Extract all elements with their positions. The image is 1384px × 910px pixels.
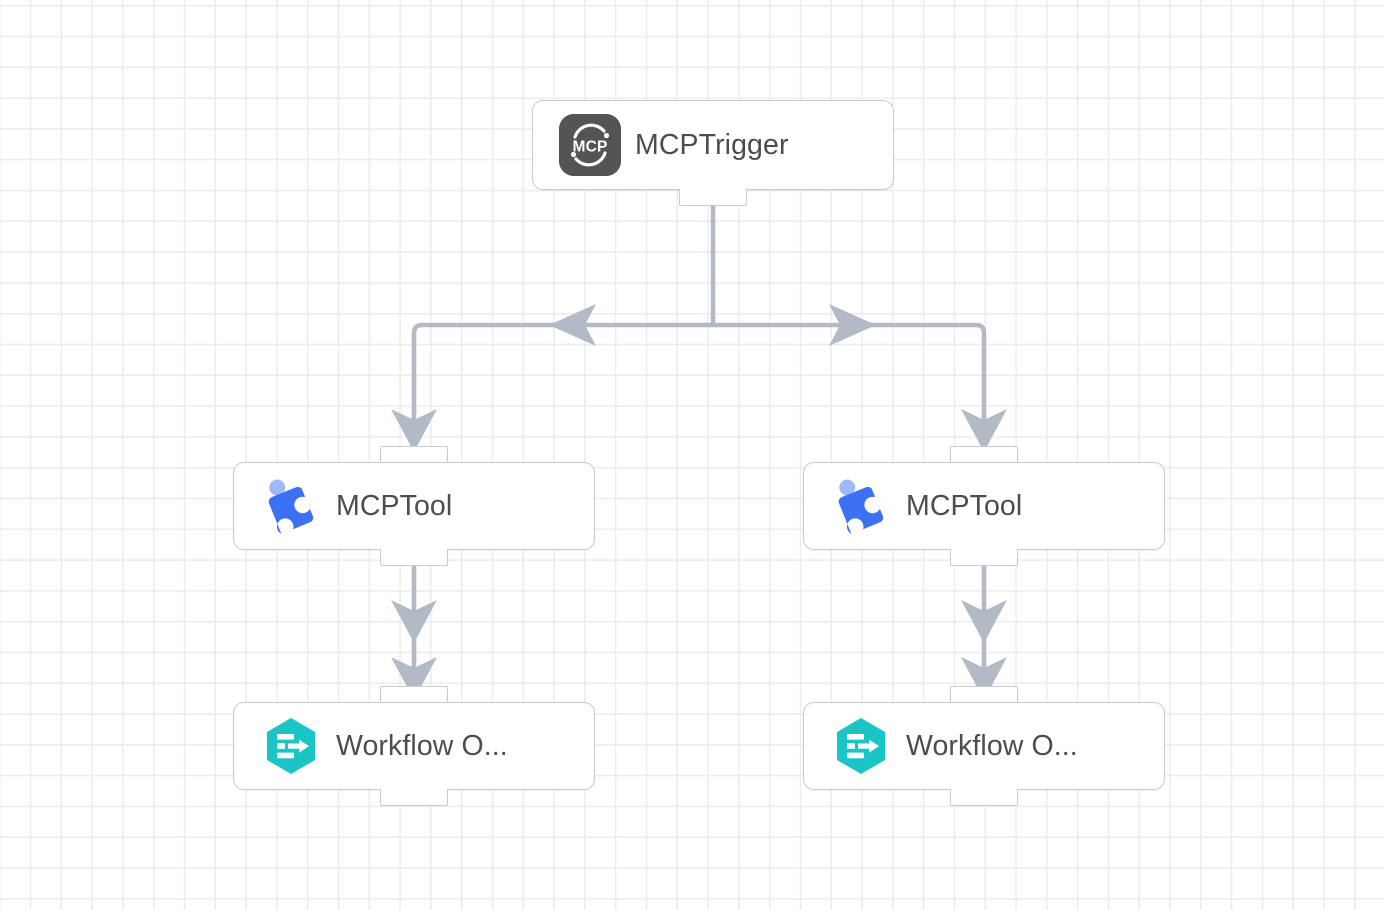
- port-top-mcp-tool-right[interactable]: [950, 446, 1018, 463]
- node-label: Workflow O...: [336, 729, 508, 762]
- port-bottom-mcp-tool-right[interactable]: [950, 549, 1018, 566]
- arrow-right-branch-mid: [829, 304, 876, 346]
- arrow-right-output-mid: [961, 600, 1007, 643]
- node-workflow-output-left[interactable]: Workflow O...: [233, 702, 595, 790]
- arrow-left-branch-mid: [549, 304, 596, 346]
- node-mcp-tool-left[interactable]: MCPTool: [233, 462, 595, 550]
- node-label: MCPTool: [906, 489, 1023, 522]
- workflow-output-icon: [830, 715, 892, 777]
- port-bottom-mcp-trigger[interactable]: [679, 189, 747, 206]
- port-top-workflow-output-right[interactable]: [950, 686, 1018, 703]
- node-mcp-trigger[interactable]: MCP MCPTrigger: [532, 100, 894, 190]
- node-label: MCPTool: [336, 489, 453, 522]
- port-bottom-workflow-output-right[interactable]: [950, 789, 1018, 806]
- port-bottom-workflow-output-left[interactable]: [380, 789, 448, 806]
- node-label: MCPTrigger: [635, 128, 789, 161]
- edge-trigger-to-right-tool: [713, 322, 987, 446]
- svg-text:MCP: MCP: [572, 139, 607, 156]
- edge-trigger-to-left-tool: [411, 322, 713, 446]
- puzzle-icon: [260, 475, 322, 537]
- workflow-output-icon: [260, 715, 322, 777]
- mcp-icon: MCP: [559, 114, 621, 176]
- node-mcp-tool-right[interactable]: MCPTool: [803, 462, 1165, 550]
- arrow-left-output-mid: [391, 600, 437, 643]
- port-bottom-mcp-tool-left[interactable]: [380, 549, 448, 566]
- puzzle-icon: [830, 475, 892, 537]
- port-top-workflow-output-left[interactable]: [380, 686, 448, 703]
- port-top-mcp-tool-left[interactable]: [380, 446, 448, 463]
- node-label: Workflow O...: [906, 729, 1078, 762]
- node-workflow-output-right[interactable]: Workflow O...: [803, 702, 1165, 790]
